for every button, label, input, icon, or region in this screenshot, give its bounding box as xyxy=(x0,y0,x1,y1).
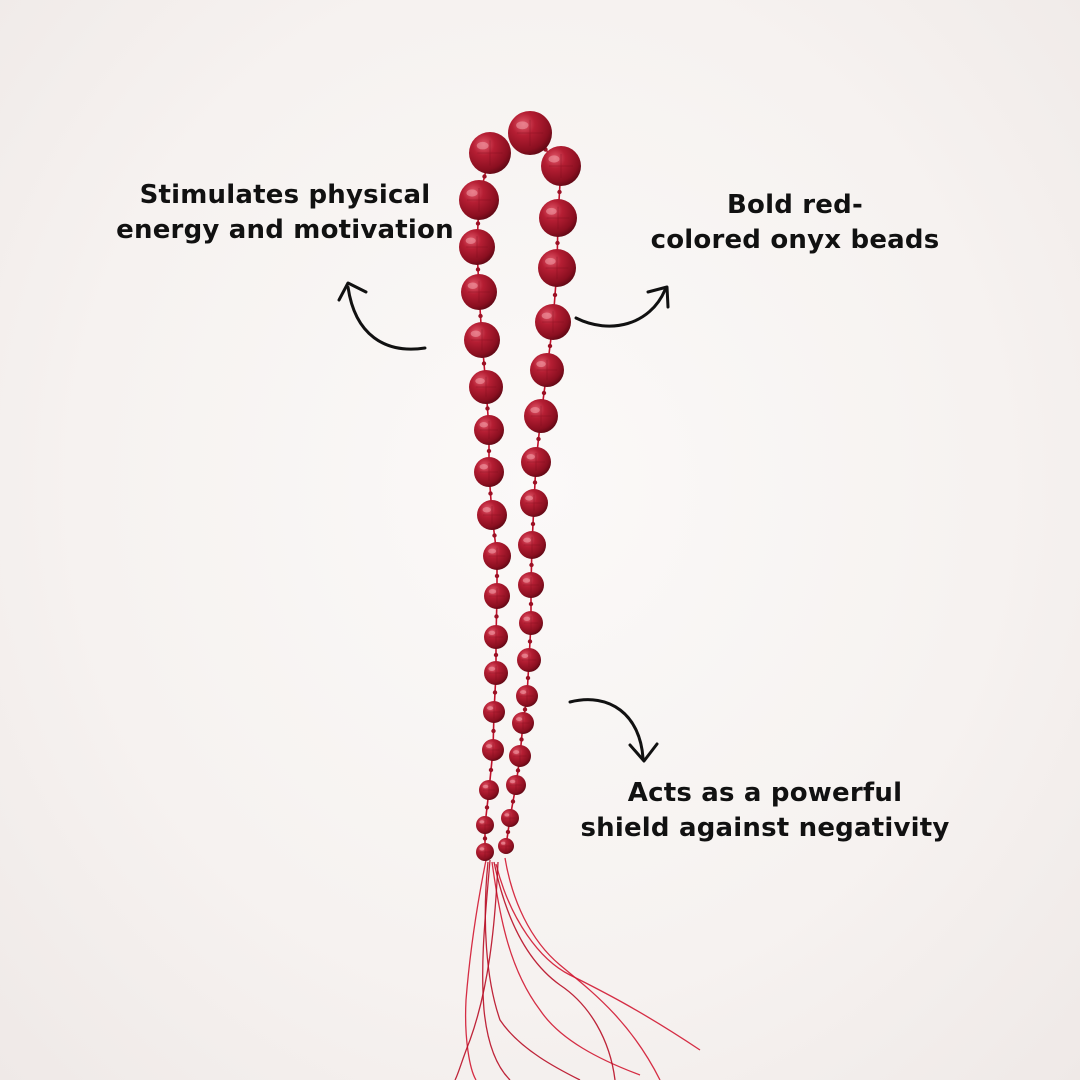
bead xyxy=(461,274,497,310)
tassel-thread xyxy=(484,861,581,1080)
bead xyxy=(474,457,504,487)
bead-strand xyxy=(459,111,581,861)
bead xyxy=(483,542,511,570)
bead xyxy=(509,745,531,767)
bead xyxy=(538,249,576,287)
caption-shield-line2: shield against negativity xyxy=(580,813,950,843)
tassel-thread xyxy=(482,859,511,1080)
tassel-thread xyxy=(493,861,616,1080)
caption-beads-line2: colored onyx beads xyxy=(650,225,940,255)
bead xyxy=(539,199,577,237)
bead xyxy=(518,572,544,598)
bead xyxy=(530,353,564,387)
bead xyxy=(477,500,507,530)
bead xyxy=(501,809,519,827)
tassel-thread xyxy=(491,861,641,1076)
bead xyxy=(541,146,581,186)
bead xyxy=(524,399,558,433)
tassel-threads xyxy=(454,132,701,1080)
bead xyxy=(479,780,499,800)
bead xyxy=(469,370,503,404)
bead xyxy=(518,531,546,559)
bead xyxy=(498,838,514,854)
bead xyxy=(508,111,552,155)
bead xyxy=(469,132,511,174)
tassel-thread xyxy=(454,861,499,1080)
bead xyxy=(464,322,500,358)
caption-energy-line2: energy and motivation xyxy=(116,215,454,245)
bead xyxy=(476,843,494,861)
bead xyxy=(474,415,504,445)
caption-shield-line1: Acts as a powerful xyxy=(627,778,903,808)
bead xyxy=(520,489,548,517)
caption-energy-line1: Stimulates physical xyxy=(139,180,431,210)
bead xyxy=(484,583,510,609)
bead xyxy=(519,611,543,635)
bead xyxy=(476,816,494,834)
bead xyxy=(517,648,541,672)
bead xyxy=(484,625,508,649)
caption-beads: Bold red- colored onyx beads xyxy=(630,188,960,258)
bead xyxy=(484,661,508,685)
bead xyxy=(516,685,538,707)
bead xyxy=(506,775,526,795)
caption-energy: Stimulates physical energy and motivatio… xyxy=(100,178,470,248)
tassel-thread xyxy=(464,859,487,1080)
bead xyxy=(512,712,534,734)
bead xyxy=(521,447,551,477)
bead xyxy=(483,701,505,723)
caption-beads-line1: Bold red- xyxy=(727,190,863,220)
bead xyxy=(535,304,571,340)
bead xyxy=(482,739,504,761)
tassel-thread xyxy=(495,863,701,1051)
caption-shield: Acts as a powerful shield against negati… xyxy=(560,776,970,846)
tassel-thread xyxy=(504,857,661,1080)
